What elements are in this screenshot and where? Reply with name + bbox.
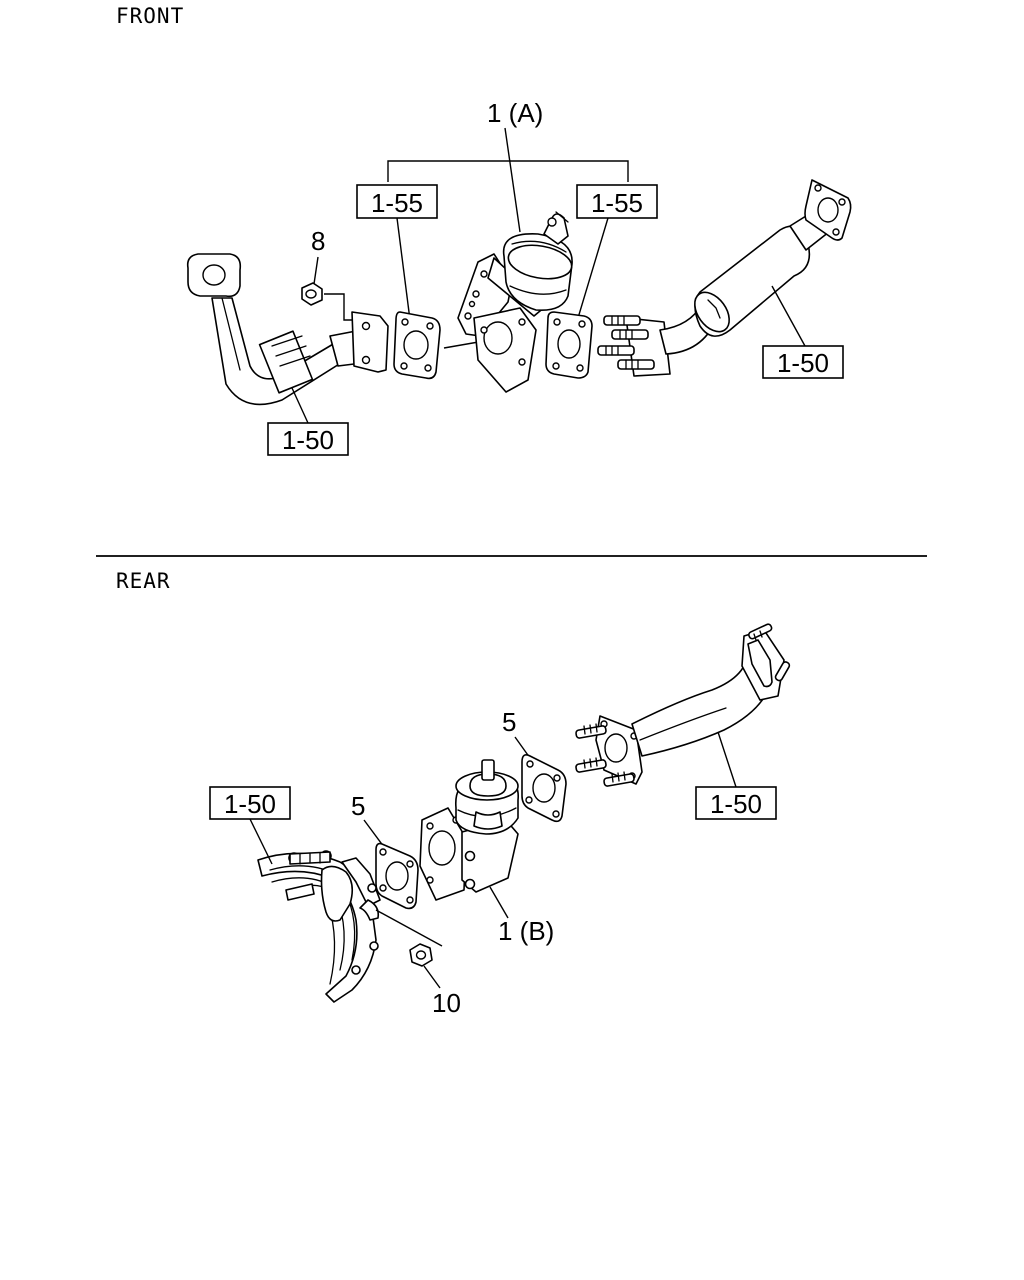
leader-gasket-rear-left — [363, 819, 385, 848]
nut-10-icon — [409, 943, 433, 967]
ref-box-gasket-left[interactable]: 1-55 — [356, 184, 438, 219]
front-gasket-left — [393, 311, 441, 380]
rear-gasket-right — [521, 754, 567, 823]
rear-valve-label: 1 (B) — [498, 916, 554, 946]
front-section-label: FRONT — [116, 4, 184, 28]
front-pipe-right — [597, 179, 852, 377]
front-pipe-left — [186, 253, 389, 406]
rear-gasket-left — [375, 842, 419, 910]
nut-10-path — [375, 909, 443, 947]
rear-pipe-right — [575, 623, 791, 787]
rear-nut-label: 10 — [432, 988, 461, 1018]
ref-box-pipe-front-left-text: 1-50 — [282, 425, 334, 455]
nut-8-icon — [301, 282, 323, 306]
ref-box-gasket-right-text: 1-55 — [591, 188, 643, 218]
leader-pipe-front-right — [771, 285, 806, 347]
rear-section-label: REAR — [116, 569, 171, 593]
rear-gasket-label-left: 5 — [351, 791, 365, 821]
front-gasket-right — [545, 311, 593, 379]
rear-pipe-left — [257, 850, 381, 1003]
ref-box-pipe-front-left[interactable]: 1-50 — [267, 422, 349, 456]
leader-pipe-front-left — [291, 387, 309, 424]
rear-egr-valve — [419, 759, 520, 901]
ref-box-pipe-rear-left[interactable]: 1-50 — [209, 786, 291, 820]
leader-pipe-rear-left — [249, 818, 273, 865]
ref-box-pipe-rear-right[interactable]: 1-50 — [695, 786, 777, 820]
front-egr-valve — [457, 211, 573, 393]
rear-gasket-label-right: 5 — [502, 707, 516, 737]
ref-box-pipe-rear-left-text: 1-50 — [224, 789, 276, 819]
front-assembly-label: 1 (A) — [487, 98, 543, 128]
leader-nut-8 — [313, 256, 319, 285]
leader-gasket-left — [396, 217, 411, 321]
assembly-bracket — [387, 127, 629, 233]
leader-nut-10 — [423, 965, 441, 989]
leader-gasket-right — [577, 217, 609, 319]
ref-box-gasket-right[interactable]: 1-55 — [576, 184, 658, 219]
ref-box-pipe-rear-right-text: 1-50 — [710, 789, 762, 819]
ref-box-pipe-front-right-text: 1-50 — [777, 348, 829, 378]
leader-pipe-rear-right — [717, 731, 737, 788]
leader-valve-rear — [489, 886, 509, 919]
front-nut-label: 8 — [311, 226, 325, 256]
ref-box-pipe-front-right[interactable]: 1-50 — [762, 345, 844, 379]
ref-box-gasket-left-text: 1-55 — [371, 188, 423, 218]
